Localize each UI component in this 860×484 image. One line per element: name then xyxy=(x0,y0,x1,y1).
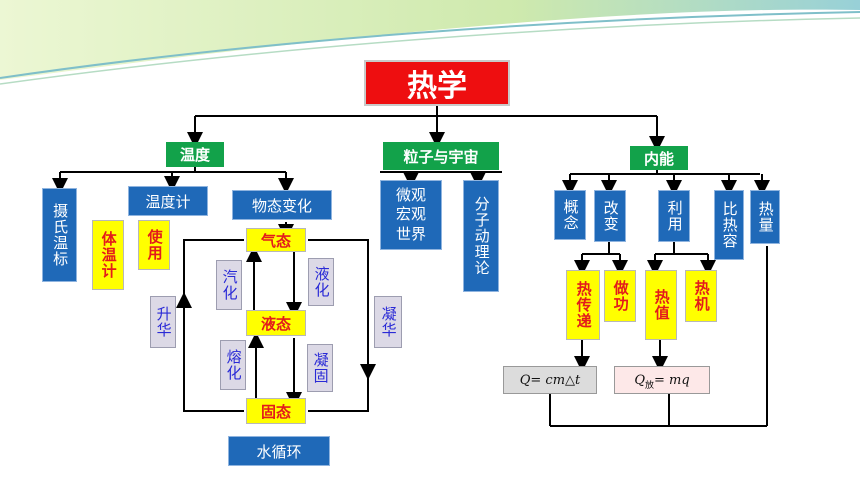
node-concept-text: 概念 xyxy=(561,199,580,231)
node-heat-transfer: 热传递 xyxy=(566,270,600,340)
node-work-text: 做功 xyxy=(611,280,630,312)
state-solid-text: 固态 xyxy=(260,402,291,421)
branch-temperature-label: 温度 xyxy=(179,146,210,164)
node-change: 改变 xyxy=(594,190,626,242)
node-usage: 使用 xyxy=(138,220,170,270)
transition-melting: 熔化 xyxy=(220,340,246,390)
header-swoosh xyxy=(0,0,860,85)
state-liquid-text: 液态 xyxy=(260,314,291,333)
node-heat-engine-text: 热机 xyxy=(692,280,711,312)
formula-heat: Q= cm△t xyxy=(503,366,597,394)
node-usage-text: 使用 xyxy=(145,229,164,261)
node-water-cycle-text: 水循环 xyxy=(256,442,302,461)
node-concept: 概念 xyxy=(554,190,586,240)
formula-fuel-subscript: 放 xyxy=(644,380,654,391)
formula-fuel-rest: = mq xyxy=(654,372,690,388)
transition-vaporization-text: 汽化 xyxy=(220,269,239,301)
transition-vaporization: 汽化 xyxy=(216,260,242,310)
node-clinical-thermometer-text: 体温计 xyxy=(99,231,118,279)
transition-liquefaction: 液化 xyxy=(308,258,334,306)
node-utilization: 利用 xyxy=(658,190,690,242)
node-heating-value: 热值 xyxy=(645,270,677,340)
formula-fuel-prefix: Q xyxy=(634,372,645,388)
formula-heat-text: Q= cm△t xyxy=(519,372,581,388)
branch-temperature: 温度 xyxy=(166,142,224,167)
transition-sublimation: 升华 xyxy=(150,296,176,348)
node-work: 做功 xyxy=(604,270,636,322)
node-micro-macro-world-text: 微观宏观世界 xyxy=(395,185,426,243)
title-text: 热学 xyxy=(407,69,467,104)
transition-melting-text: 熔化 xyxy=(224,349,243,381)
node-thermometer-text: 温度计 xyxy=(145,192,191,211)
transition-deposition: 凝华 xyxy=(374,296,402,348)
transition-liquefaction-text: 液化 xyxy=(312,266,331,298)
node-thermometer: 温度计 xyxy=(128,186,208,216)
node-change-text: 改变 xyxy=(601,200,620,232)
branch-internal-energy: 内能 xyxy=(630,146,688,170)
node-heating-value-text: 热值 xyxy=(652,289,671,321)
transition-solidification-text: 凝固 xyxy=(311,352,330,384)
node-specific-heat: 比热容 xyxy=(714,190,744,260)
node-micro-macro-world: 微观宏观世界 xyxy=(380,180,442,250)
node-clinical-thermometer: 体温计 xyxy=(92,220,124,290)
state-gas-text: 气态 xyxy=(260,231,291,250)
transition-solidification: 凝固 xyxy=(307,344,333,392)
connector-lines xyxy=(52,106,770,427)
title-box: 热学 xyxy=(364,60,510,106)
branch-particles: 粒子与宇宙 xyxy=(383,142,499,170)
transition-sublimation-text: 升华 xyxy=(154,306,173,338)
node-specific-heat-text: 比热容 xyxy=(720,201,739,249)
node-state-change: 物态变化 xyxy=(232,190,332,220)
node-celsius-scale-text: 摄氏温标 xyxy=(51,203,70,267)
node-celsius-scale: 摄氏温标 xyxy=(42,188,77,282)
node-heat-transfer-text: 热传递 xyxy=(574,281,593,329)
transition-deposition-text: 凝华 xyxy=(379,306,398,338)
state-liquid: 液态 xyxy=(246,310,306,336)
node-water-cycle: 水循环 xyxy=(228,436,330,466)
branch-particles-label: 粒子与宇宙 xyxy=(403,147,479,166)
node-heat-quantity: 热量 xyxy=(750,190,780,244)
branch-internal-energy-label: 内能 xyxy=(643,149,674,168)
node-molecular-kinetic-theory: 分子动理论 xyxy=(463,180,499,292)
state-solid: 固态 xyxy=(246,398,306,424)
state-gas: 气态 xyxy=(246,228,306,252)
node-utilization-text: 利用 xyxy=(665,200,684,232)
node-heat-engine: 热机 xyxy=(685,270,717,322)
node-heat-quantity-text: 热量 xyxy=(756,201,775,233)
node-molecular-kinetic-theory-text: 分子动理论 xyxy=(472,196,491,276)
node-state-change-text: 物态变化 xyxy=(251,196,312,215)
